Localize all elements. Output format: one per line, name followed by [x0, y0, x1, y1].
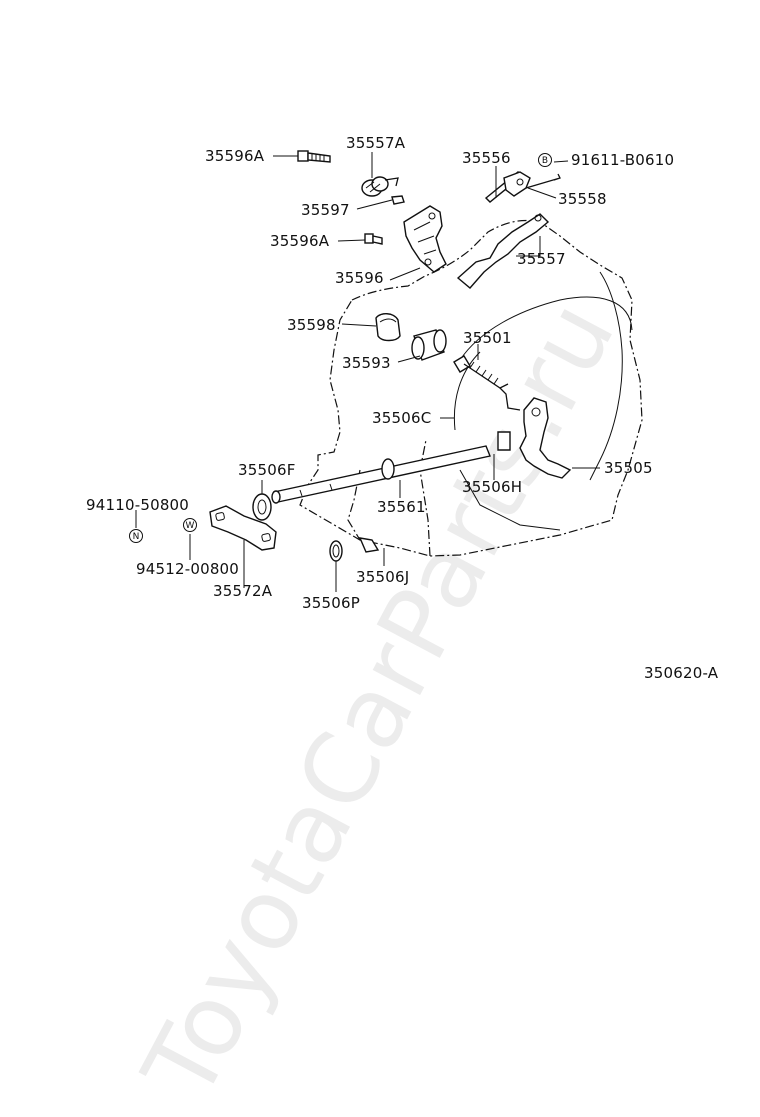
label-35593: 35593 — [342, 354, 391, 372]
bolt-35596A-mid-drawing — [364, 233, 383, 245]
label-35501: 35501 — [463, 329, 512, 347]
oil-seal-35506F-drawing — [252, 493, 272, 521]
clip-35506J-drawing — [358, 537, 380, 553]
label-35506C: 35506C — [372, 409, 432, 427]
detent-lever-35505-drawing — [519, 397, 572, 479]
label-35506F: 35506F — [238, 461, 296, 479]
case-rib-lower — [419, 439, 431, 557]
case-edge-right — [589, 271, 623, 481]
clip-35558-drawing — [503, 171, 531, 197]
pin-35597-drawing — [391, 195, 405, 205]
label-35506P: 35506P — [302, 594, 360, 612]
label-35561: 35561 — [377, 498, 426, 516]
label-35558: 35558 — [558, 190, 607, 208]
label-35556: 35556 — [462, 149, 511, 167]
label-94110-50800: 94110-50800 — [86, 496, 190, 514]
label-35596A-top: 35596A — [205, 147, 265, 165]
label-35596A-mid: 35596A — [270, 232, 330, 250]
label-35506J: 35506J — [356, 568, 410, 586]
control-lever-35572A-drawing — [209, 505, 277, 551]
label-35597: 35597 — [301, 201, 350, 219]
label-35557A: 35557A — [346, 134, 406, 152]
seal-35593-drawing — [411, 329, 447, 361]
washer-35506P-drawing — [329, 540, 343, 562]
shaft-35501-drawing — [453, 355, 521, 411]
spring-35557A-drawing — [361, 176, 399, 197]
label-35598: 35598 — [287, 316, 336, 334]
case-bell-inner — [453, 351, 481, 431]
label-35506H: 35506H — [462, 478, 523, 496]
label-35557: 35557 — [517, 250, 566, 268]
lever-35557-drawing — [456, 213, 550, 289]
diagram-id: 350620-A — [644, 664, 719, 682]
label-35505: 35505 — [604, 459, 653, 477]
badge-n: N — [129, 529, 143, 543]
badge-w: W — [183, 518, 197, 532]
bolt-35596A-top-drawing — [297, 150, 331, 163]
manual-shaft-35561-drawing — [271, 431, 511, 504]
badge-b: B — [538, 153, 552, 167]
label-35572A: 35572A — [213, 582, 273, 600]
case-rib-left — [347, 469, 361, 541]
case-seam — [459, 469, 561, 531]
detent-spring-35598-drawing — [375, 313, 401, 342]
label-94512-00800: 94512-00800 — [136, 560, 240, 578]
label-35596: 35596 — [335, 269, 384, 287]
label-91611-B0610: 91611-B0610 — [571, 151, 675, 169]
case-bell-curve — [459, 296, 633, 361]
